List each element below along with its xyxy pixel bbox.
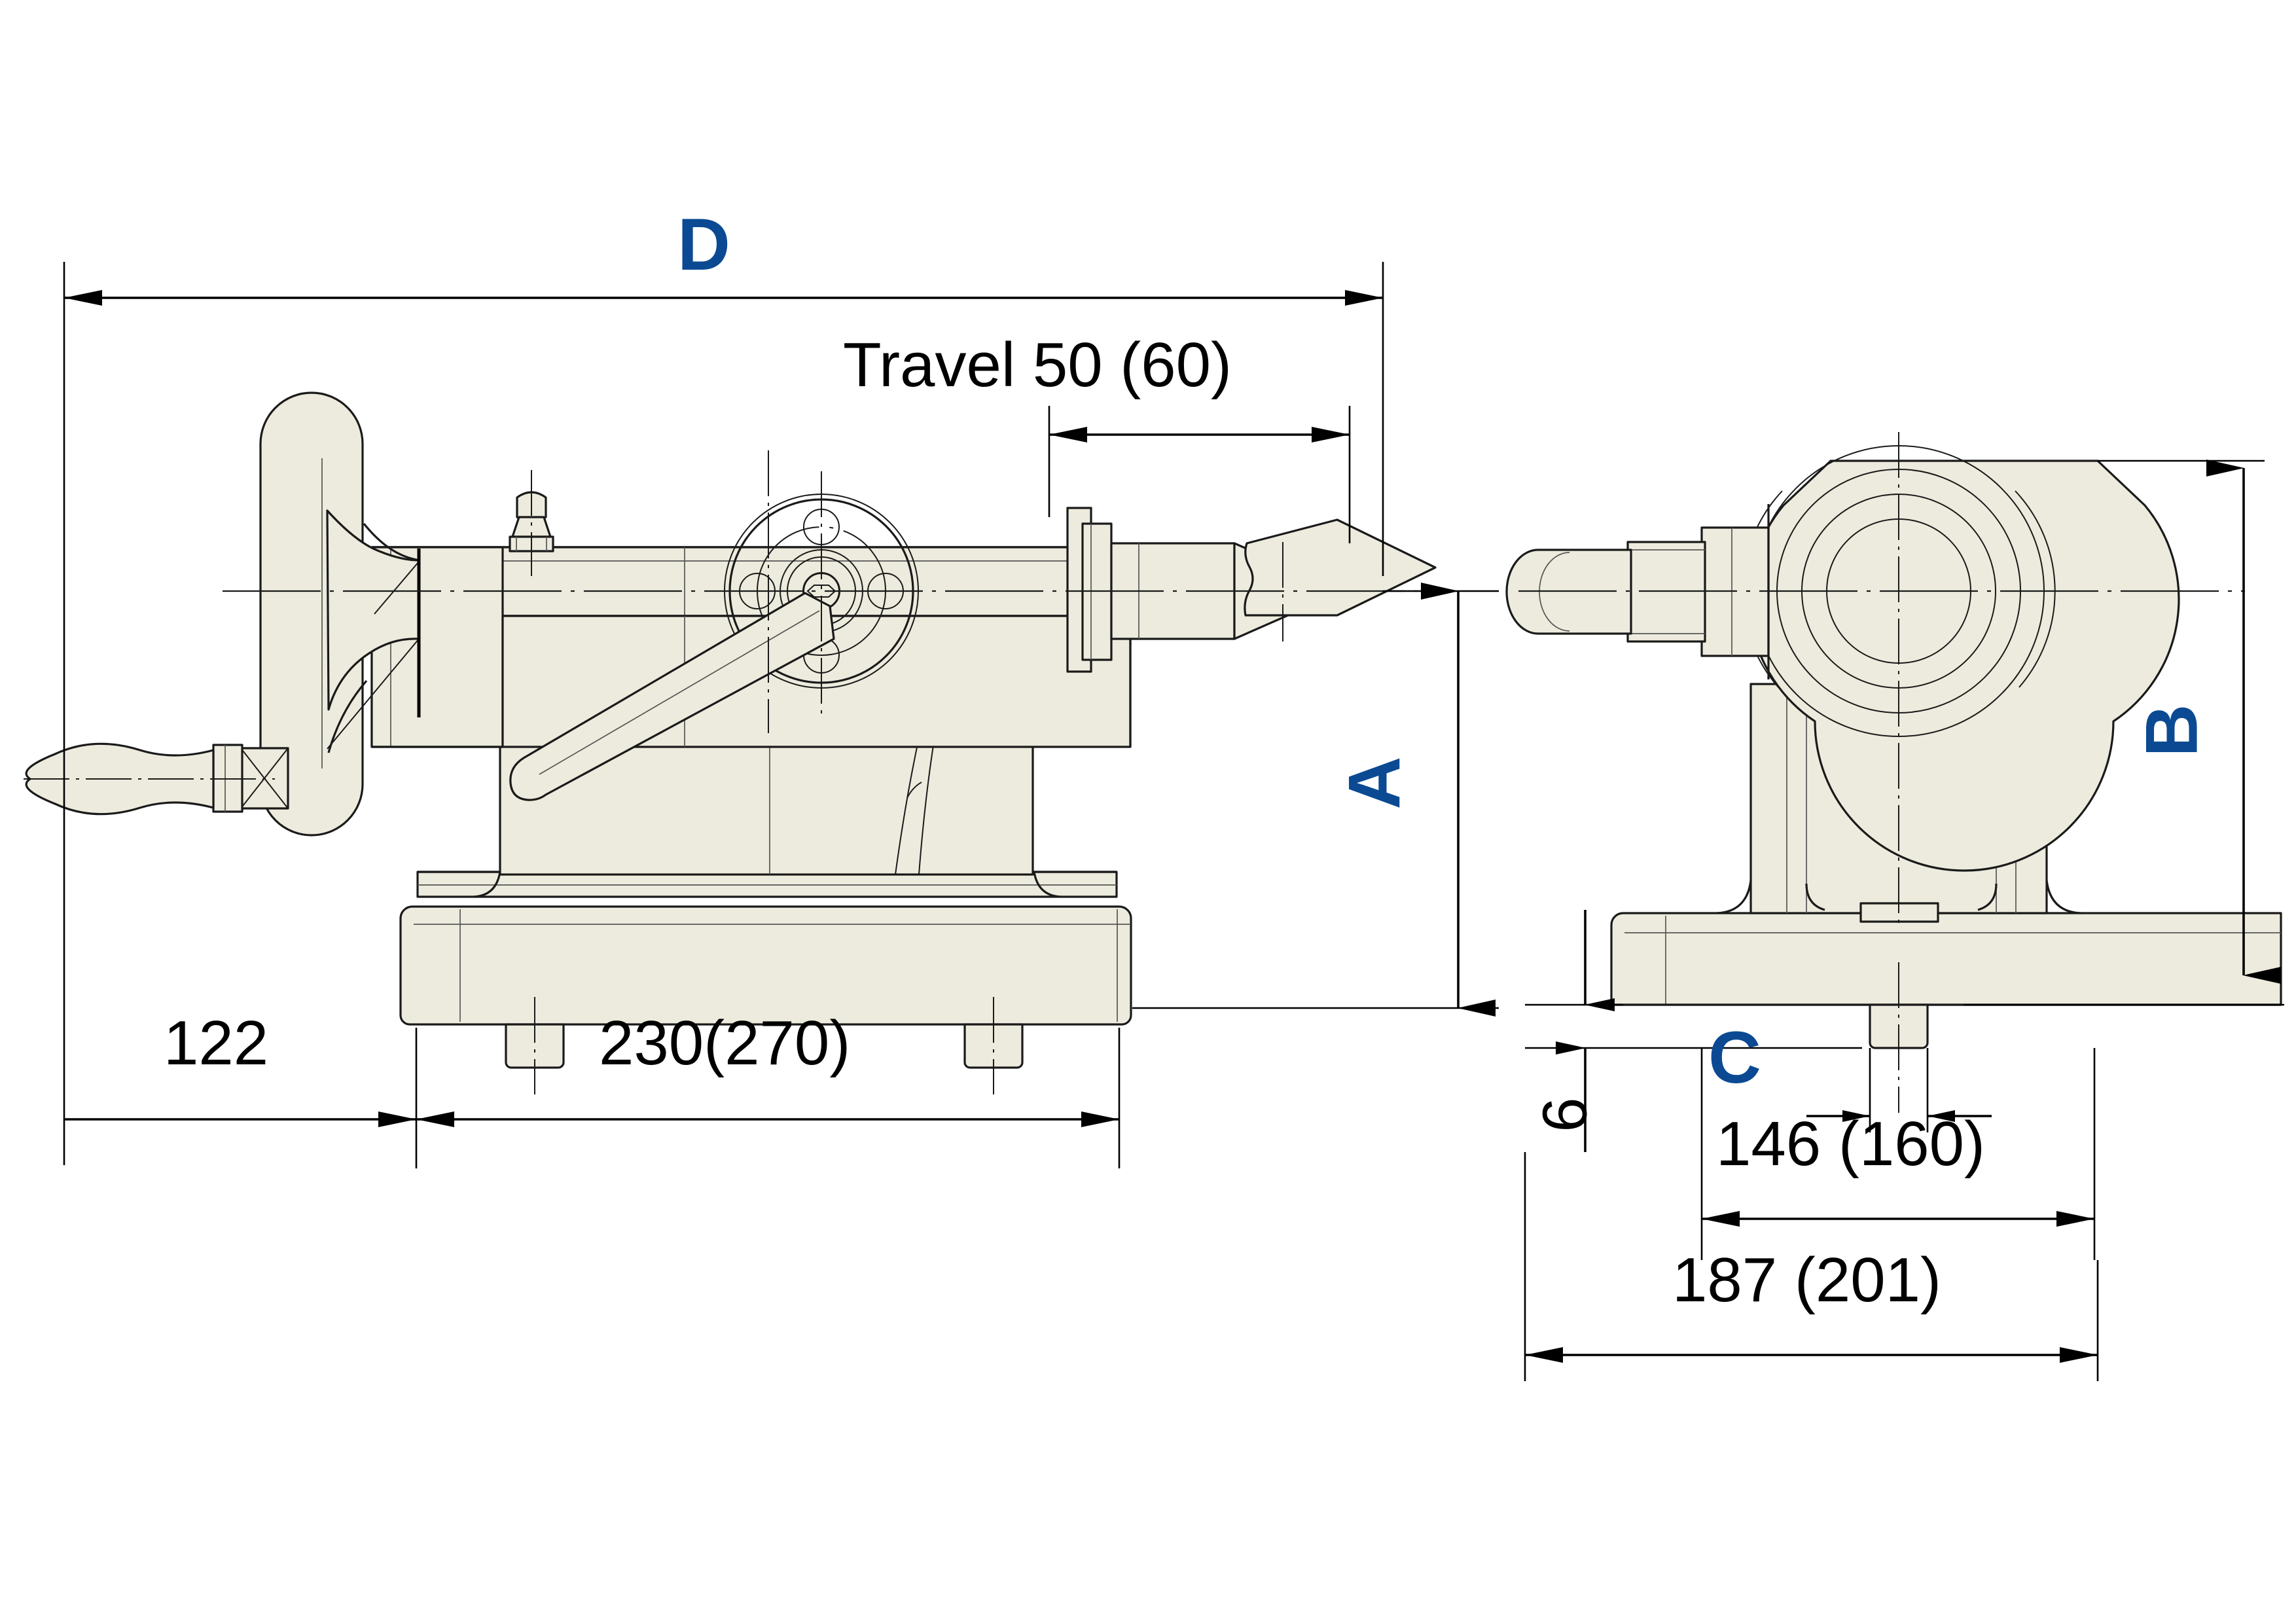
side-elevation-view bbox=[24, 391, 1453, 1094]
dimension-187-text: 187 (201) bbox=[1672, 1245, 1941, 1315]
dimension-122 bbox=[63, 805, 418, 1168]
handwheel bbox=[24, 391, 421, 837]
label-A: A bbox=[1333, 756, 1416, 810]
dimension-travel-text: Travel 50 (60) bbox=[843, 330, 1232, 400]
dimension-230 bbox=[416, 1028, 1121, 1168]
label-D: D bbox=[677, 204, 730, 285]
clamp-lever bbox=[509, 592, 835, 801]
base-plate-end bbox=[1610, 912, 2282, 1006]
workpiece-centre bbox=[1244, 518, 1437, 641]
dimension-6-text: 6 bbox=[1530, 1097, 1600, 1132]
dimension-122-text: 122 bbox=[164, 1008, 269, 1078]
dimension-travel bbox=[1048, 406, 1351, 543]
dimension-146-text: 146 (160) bbox=[1716, 1109, 1985, 1179]
dimension-key-height bbox=[1525, 910, 1862, 1152]
dimension-overall-length bbox=[63, 262, 1384, 805]
grease-nipple bbox=[509, 470, 554, 576]
dimension-slot-width bbox=[1806, 1048, 1992, 1132]
dimension-overall-height bbox=[1964, 460, 2284, 1006]
dimension-146 bbox=[1700, 1048, 2096, 1260]
label-B: B bbox=[2130, 704, 2213, 757]
dimension-centre-height bbox=[1132, 583, 1499, 1017]
base-plate bbox=[399, 871, 1132, 1026]
dimension-230-text: 230(270) bbox=[599, 1008, 851, 1078]
locating-key bbox=[505, 997, 1024, 1094]
locating-key-end bbox=[1869, 962, 1929, 1113]
end-elevation-view bbox=[1505, 432, 2282, 1113]
dimension-187 bbox=[1524, 1152, 2099, 1381]
label-C: C bbox=[1708, 1017, 1761, 1098]
